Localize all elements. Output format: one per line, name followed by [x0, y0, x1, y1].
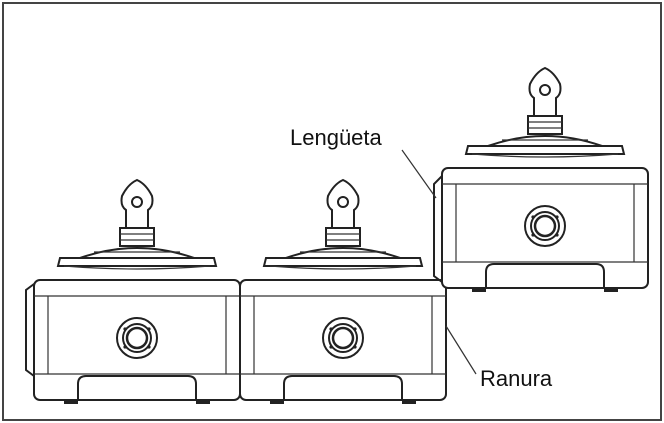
tab-leader-line — [401, 149, 437, 199]
unit-right — [442, 68, 648, 292]
slot-label: Ranura — [480, 366, 553, 391]
side-tab-left — [25, 283, 35, 377]
tab-marker — [433, 175, 443, 283]
unit-left — [34, 180, 240, 404]
unit-middle — [240, 180, 446, 404]
slot-leader-line — [445, 325, 477, 375]
tab-label: Lengüeta — [290, 125, 383, 150]
